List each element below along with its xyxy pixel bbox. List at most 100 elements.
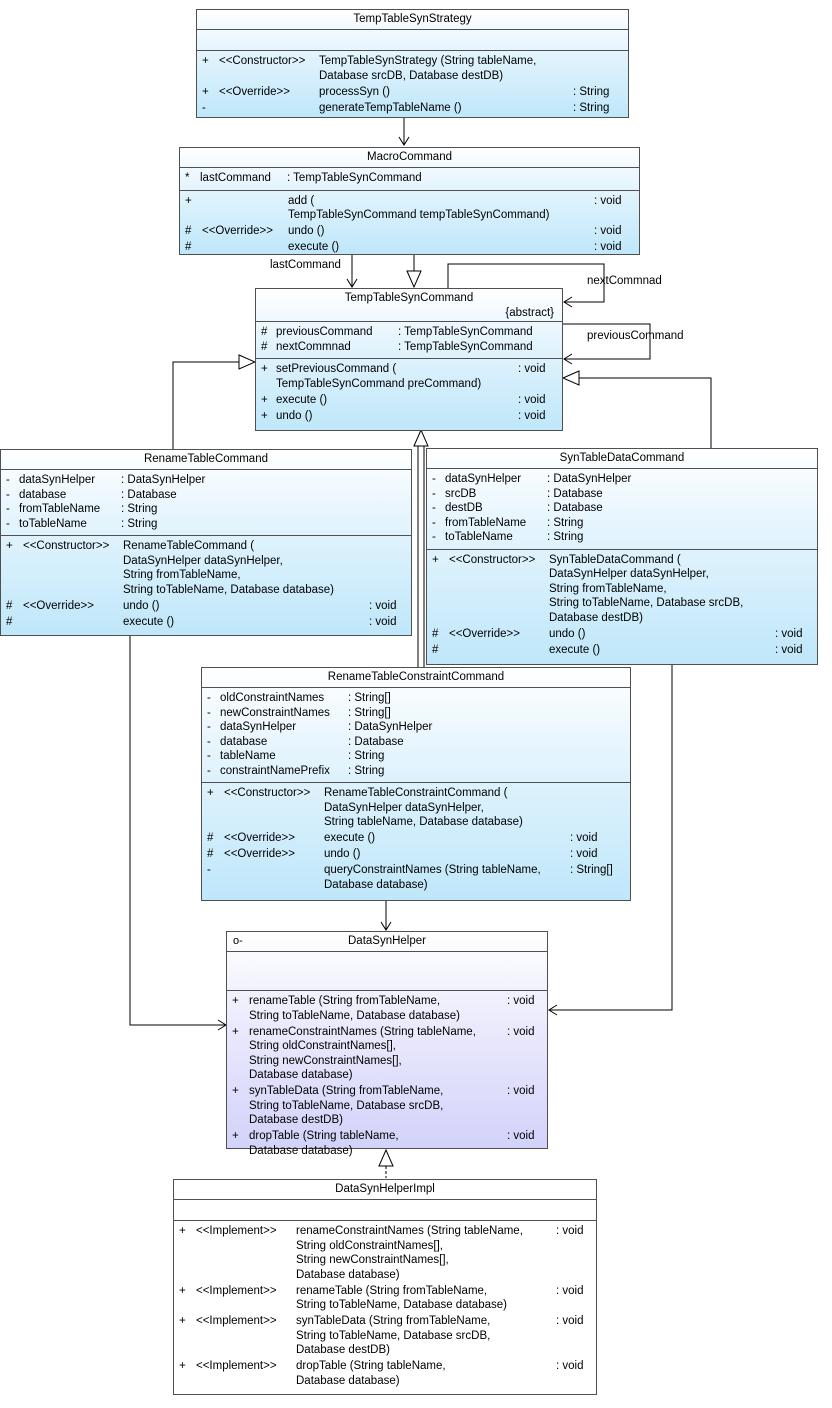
attribute-row[interactable]: *lastCommand: TempTableSynCommand	[180, 171, 639, 186]
class-renametablecommand[interactable]: RenameTableCommand-dataSynHelper: DataSy…	[0, 449, 412, 636]
operation-row[interactable]: +renameTable (String fromTableName, Stri…	[227, 994, 547, 1023]
attribute-type: : Database	[547, 502, 603, 514]
operation-signature-line: renameTable (String fromTableName,	[296, 1284, 488, 1297]
class-macrocommand[interactable]: MacroCommand *lastCommand: TempTableSynCo…	[179, 147, 640, 255]
operation-visibility: +	[6, 540, 13, 552]
class-renametableconstraintcommand[interactable]: RenameTableConstraintCommand-oldConstrai…	[201, 667, 631, 901]
attribute-visibility: -	[432, 502, 436, 514]
operation-signature-line: TempTableSynStrategy (String tableName,	[319, 55, 537, 67]
operation-row[interactable]: +<<Implement>>renameConstraintNames (Str…	[174, 1224, 596, 1282]
attribute-row[interactable]: -toTableName: String	[1, 517, 411, 532]
attribute-row[interactable]: -destDB : Database	[427, 501, 817, 516]
attribute-row[interactable]: -database: Database	[1, 488, 411, 503]
class-name: MacroCommand	[180, 148, 639, 168]
operation-visibility: #	[6, 615, 13, 628]
operation-signature-line: execute ()	[324, 832, 376, 844]
attribute-row[interactable]: #previousCommand: TempTableSynCommand	[256, 325, 562, 340]
operation-row[interactable]: #<<Override>>undo (): void	[202, 847, 630, 862]
operation-row[interactable]: +undo (): void	[256, 409, 562, 424]
attribute-row[interactable]: -tableName: String	[202, 749, 630, 764]
operation-row[interactable]: #<<Override>>execute (): void	[202, 831, 630, 846]
operation-row[interactable]: +setPreviousCommand (TempTableSynCommand…	[256, 362, 562, 391]
operation-signature-line: undo ()	[123, 599, 160, 612]
operation-signature-line: TempTableSynCommand preCommand)	[276, 377, 482, 390]
operation-signature-line: String oldConstraintNames[],	[249, 1040, 397, 1052]
operation-return-type: : void	[775, 643, 803, 656]
operation-return-type: : void	[556, 1315, 584, 1327]
operation-signature-line: Database database)	[249, 1144, 353, 1157]
attribute-type: : String	[547, 516, 584, 529]
operation-stereotype: <<Constructor>>	[23, 540, 110, 552]
attribute-visibility: -	[432, 516, 436, 529]
operation-stereotype: <<Override>>	[23, 599, 94, 612]
attribute-row[interactable]: -dataSynHelper: DataSynHelper	[427, 472, 817, 487]
operation-signature-line: generateTempTableName ()	[319, 101, 462, 114]
attribute-row[interactable]: #nextCommnad: TempTableSynCommand	[256, 340, 562, 355]
attribute-row[interactable]: -dataSynHelper: DataSynHelper	[1, 473, 411, 488]
attribute-row[interactable]: -fromTableName: String	[427, 516, 817, 531]
attribute-row[interactable]: -database: Database	[202, 735, 630, 750]
class-datasynhelperimpl[interactable]: DataSynHelperImpl+<<Implement>>renameCon…	[173, 1179, 597, 1395]
attribute-row[interactable]: -constraintNamePrefix: String	[202, 764, 630, 779]
operation-row[interactable]: +dropTable (String tableName, Database d…	[227, 1129, 547, 1158]
operation-signature-line: Database destDB)	[249, 1114, 343, 1126]
label-previouscommand: previousCommand	[587, 330, 684, 342]
operation-signature-line: Database database)	[296, 1268, 400, 1281]
operation-row[interactable]: #execute (): void	[180, 240, 639, 255]
operation-row[interactable]: +<<Implement>>synTableData (String fromT…	[174, 1314, 596, 1358]
operation-row[interactable]: +<<Implement>>dropTable (String tableNam…	[174, 1359, 596, 1388]
operation-stereotype: <<Override>>	[219, 85, 290, 98]
operation-row[interactable]: +add (TempTableSynCommand tempTableSynCo…	[180, 194, 639, 223]
attributes-section	[197, 30, 628, 51]
class-syntabledatacommand[interactable]: SynTableDataCommand-dataSynHelper: DataS…	[426, 448, 818, 665]
attribute-row[interactable]: -newConstraintNames: String[]	[202, 706, 630, 721]
attribute-row[interactable]: -oldConstraintNames: String[]	[202, 691, 630, 706]
attribute-row[interactable]: -dataSynHelper: DataSynHelper	[202, 720, 630, 735]
operation-row[interactable]: #execute (): void	[1, 615, 411, 630]
operation-return-type: : void	[507, 1130, 535, 1142]
operation-row[interactable]: +<<Constructor>>RenameTableConstraintCom…	[202, 786, 630, 830]
operation-row[interactable]: -queryConstraintNames (String tableName,…	[202, 863, 630, 892]
operation-signature-line: renameConstraintNames (String tableName,	[249, 1025, 476, 1038]
class-temptablesynstrategy[interactable]: TempTableSynStrategy+<<Constructor>>Temp…	[196, 9, 629, 118]
operation-return-type: : void	[570, 832, 598, 844]
operation-signature-line: TempTableSynCommand tempTableSynCommand)	[288, 209, 550, 221]
operation-row[interactable]: +renameConstraintNames (String tableName…	[227, 1025, 547, 1083]
operation-row[interactable]: -generateTempTableName (): String	[197, 101, 628, 116]
operation-signature-line: undo ()	[324, 848, 361, 860]
attribute-name: destDB	[445, 502, 483, 514]
operation-return-type: : void	[556, 1360, 584, 1372]
operation-signature-line: String newConstraintNames[],	[296, 1254, 449, 1266]
operation-row[interactable]: #<<Override>>undo (): void	[1, 599, 411, 614]
operation-row[interactable]: #<<Override>>undo (): void	[180, 224, 639, 239]
operation-row[interactable]: #<<Override>>undo (): void	[427, 627, 817, 642]
operation-row[interactable]: +synTableData (String fromTableName, Str…	[227, 1084, 547, 1128]
operation-return-type: : void	[556, 1225, 584, 1237]
operation-visibility: +	[261, 393, 268, 406]
operation-row[interactable]: +<<Implement>>renameTable (String fromTa…	[174, 1284, 596, 1313]
attribute-row[interactable]: -fromTableName: String	[1, 502, 411, 517]
operation-visibility: +	[179, 1360, 186, 1372]
class-temptablesyncommand[interactable]: TempTableSynCommand{abstract}#previousCo…	[255, 288, 563, 431]
attributes-section: *lastCommand: TempTableSynCommand	[180, 168, 639, 191]
operation-row[interactable]: +<<Constructor>>SynTableDataCommand (Dat…	[427, 553, 817, 626]
attribute-name: toTableName	[19, 517, 87, 530]
operation-row[interactable]: +<<Constructor>>TempTableSynStrategy (St…	[197, 54, 628, 83]
attribute-row[interactable]: -srcDB: Database	[427, 487, 817, 502]
dependency-syntabledata-to-helper	[549, 665, 673, 1011]
attribute-name: oldConstraintNames	[220, 692, 325, 704]
operation-row[interactable]: +<<Constructor>>RenameTableCommand (Data…	[1, 539, 411, 597]
operation-row[interactable]: #execute (): void	[427, 643, 817, 658]
operation-signature-line: Database database)	[249, 1069, 353, 1081]
attribute-visibility: -	[432, 531, 436, 543]
attribute-row[interactable]: -toTableName: String	[427, 530, 817, 545]
operation-row[interactable]: +execute (): void	[256, 393, 562, 408]
attribute-type: : String	[547, 531, 584, 543]
operation-signature-line: processSyn ()	[319, 85, 390, 98]
operation-signature-line: Database destDB)	[549, 611, 643, 624]
attribute-type: : DataSynHelper	[121, 474, 206, 486]
class-name-text: MacroCommand	[367, 151, 452, 163]
operation-row[interactable]: +<<Override>>processSyn (): String	[197, 85, 628, 100]
